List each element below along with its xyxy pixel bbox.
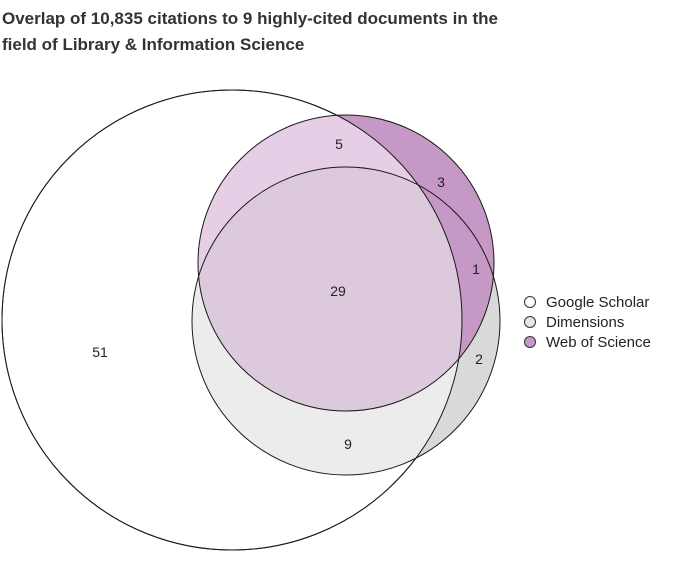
legend-swatch-web-of-science bbox=[524, 336, 536, 348]
legend-item-dimensions: Dimensions bbox=[524, 312, 651, 332]
chart-title-line-1: Overlap of 10,835 citations to 9 highly-… bbox=[2, 9, 498, 28]
region-label-google-wos: 1 bbox=[472, 261, 480, 277]
region-label-dimensions-wos: 3 bbox=[437, 174, 445, 190]
region-label-google-scholar-only: 51 bbox=[92, 344, 108, 360]
venn-outline-web-of-science bbox=[197, 114, 495, 412]
region-label-all-three: 29 bbox=[330, 283, 346, 299]
chart-legend: Google Scholar Dimensions Web of Science bbox=[524, 292, 651, 352]
venn-region-all-three bbox=[198, 167, 462, 411]
region-label-google-dimensions: 9 bbox=[344, 436, 352, 452]
legend-label-google-scholar: Google Scholar bbox=[546, 293, 650, 311]
legend-item-google-scholar: Google Scholar bbox=[524, 292, 651, 312]
region-label-dimensions-only: 2 bbox=[475, 351, 483, 367]
legend-label-web-of-science: Web of Science bbox=[546, 333, 651, 351]
chart-title: Overlap of 10,835 citations to 9 highly-… bbox=[2, 6, 562, 58]
legend-swatch-dimensions bbox=[524, 316, 536, 328]
legend-item-web-of-science: Web of Science bbox=[524, 332, 651, 352]
region-label-wos-only: 5 bbox=[335, 136, 343, 152]
legend-label-dimensions: Dimensions bbox=[546, 313, 625, 331]
legend-swatch-google-scholar bbox=[524, 296, 536, 308]
venn-outline-dimensions bbox=[191, 166, 501, 476]
venn-outline-google-scholar bbox=[1, 89, 463, 551]
chart-title-line-2: field of Library & Information Science bbox=[2, 35, 305, 54]
